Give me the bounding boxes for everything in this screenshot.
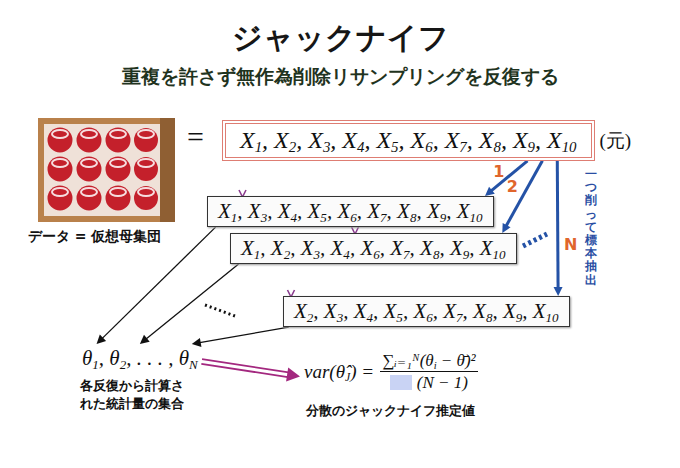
vertical-note: 一つ削って標本抽出 (585, 168, 597, 287)
subscript: 8 (410, 210, 417, 225)
subscript: 10 (493, 247, 506, 262)
formula-lhs: var(θ̂J) = (304, 361, 374, 383)
arrow (485, 161, 527, 196)
sample-box: X1, X3, X4, X5, X6, X7, X8, X9, X10 (207, 196, 494, 227)
subscript: 5 (320, 210, 327, 225)
subscript: 10 (470, 210, 483, 225)
numerator: ∑ᵢ₌₁ᴺ(θi − θ̄)² (380, 350, 478, 371)
photo-side (160, 118, 175, 222)
subscript: 9 (516, 310, 523, 325)
population-box: X1, X2, X3, X4, X5, X6, X7, X8, X9, X10 (222, 120, 595, 161)
subscript: 2 (120, 357, 127, 372)
arrowhead (485, 187, 495, 196)
subscript: 3 (323, 139, 330, 155)
double-arrow (201, 359, 300, 381)
statistics-text: θ1, θ2, . . . , θN (82, 346, 198, 370)
subscript: 8 (433, 247, 440, 262)
subscript: 2 (307, 310, 314, 325)
arrow (140, 264, 239, 344)
sample-text: X1, X2, X3, X4, X6, X7, X8, X9, X10 (241, 236, 506, 260)
unit-note: (元) (600, 128, 632, 154)
statistics-set: θ1, θ2, . . . , θN各反復から計算された統計量の集合 (78, 344, 202, 373)
arrow (97, 227, 216, 344)
subtitle: 重複を許さず無作為削除リサンプリングを反復する (0, 64, 680, 90)
arrow (502, 161, 542, 233)
sample-box: X2, X3, X4, X5, X6, X7, X8, X9, X10 (283, 296, 570, 327)
step-number: N (564, 235, 577, 254)
subscript: N (189, 357, 198, 372)
sample-text: X1, X3, X4, X5, X6, X7, X8, X9, X10 (218, 199, 483, 223)
photo-tray (44, 124, 169, 216)
subscript: 1 (92, 357, 99, 372)
sample-text: X1, X2, X3, X4, X5, X6, X7, X8, X9, X10 (240, 127, 577, 153)
ellipsis-dots (205, 305, 235, 316)
subscript: 5 (396, 310, 403, 325)
subscript: 4 (367, 310, 374, 325)
subscript: J (345, 371, 350, 384)
step-number: 2 (507, 177, 518, 196)
arrowhead (97, 334, 107, 344)
arrowhead (286, 368, 300, 382)
subscript: 6 (350, 210, 357, 225)
arrowhead (140, 335, 150, 344)
arrow (192, 327, 289, 347)
subscript: 2 (289, 139, 296, 155)
denominator-row: (N − 1) (390, 372, 468, 393)
apple-photo (38, 118, 175, 222)
subscript: 6 (426, 310, 433, 325)
subscript: 1 (255, 139, 262, 155)
set-caption: 各反復から計算された統計量の集合 (80, 377, 188, 412)
subscript: 10 (546, 310, 559, 325)
arrowhead (554, 287, 563, 296)
fraction: ∑ᵢ₌₁ᴺ(θi − θ̄)²(N − 1) (380, 350, 478, 394)
subscript: 7 (403, 247, 410, 262)
apple-nets (52, 130, 154, 196)
denominator: (N − 1) (417, 372, 468, 393)
subscript: 3 (314, 247, 321, 262)
subscript: 6 (425, 139, 432, 155)
subscript: 3 (261, 210, 268, 225)
subscript: 4 (291, 210, 298, 225)
equals-sign: = (187, 120, 204, 154)
subscript: 8 (493, 139, 500, 155)
variance-formula: var(θ̂J) =∑ᵢ₌₁ᴺ(θi − θ̄)²(N − 1)分散のジャックナ… (300, 348, 482, 396)
arrow-shaft (556, 161, 560, 288)
subscript: 7 (456, 310, 463, 325)
subscript: 7 (380, 210, 387, 225)
ellipsis-dashes (523, 234, 547, 246)
arrow-shaft (506, 161, 542, 226)
arrow-shaft (146, 264, 239, 339)
photo-frame (38, 118, 175, 222)
arrowhead (192, 338, 202, 347)
photo-caption: データ = 仮想母集団 (28, 228, 161, 246)
subscript: i (434, 360, 437, 371)
subscript: 4 (343, 247, 350, 262)
subscript: 5 (391, 139, 398, 155)
step-number: 1 (493, 162, 504, 181)
formula-caption: 分散のジャックナイフ推定値 (306, 402, 475, 420)
subscript: 9 (440, 210, 447, 225)
arrow-shaft (202, 359, 288, 372)
subscript: 10 (562, 139, 577, 155)
highlight-box (390, 375, 412, 390)
subscript: 2 (284, 247, 291, 262)
arrowhead (502, 223, 510, 233)
apples (48, 128, 159, 211)
subscript: 1 (231, 210, 238, 225)
subscript: 9 (463, 247, 470, 262)
subscript: 9 (528, 139, 535, 155)
subscript: 4 (357, 139, 364, 155)
arrow (554, 161, 563, 296)
subscript: 7 (459, 139, 466, 155)
subscript: 8 (486, 310, 493, 325)
sample-box: X1, X2, X3, X4, X6, X7, X8, X9, X10 (230, 233, 517, 264)
subscript: 6 (373, 247, 380, 262)
subscript: 3 (337, 310, 344, 325)
title: ジャックナイフ (0, 18, 680, 59)
sample-text: X2, X3, X4, X5, X6, X7, X8, X9, X10 (294, 299, 559, 323)
arrow-shaft (200, 327, 289, 343)
subscript: 1 (254, 247, 261, 262)
fraction-bar (380, 371, 478, 372)
